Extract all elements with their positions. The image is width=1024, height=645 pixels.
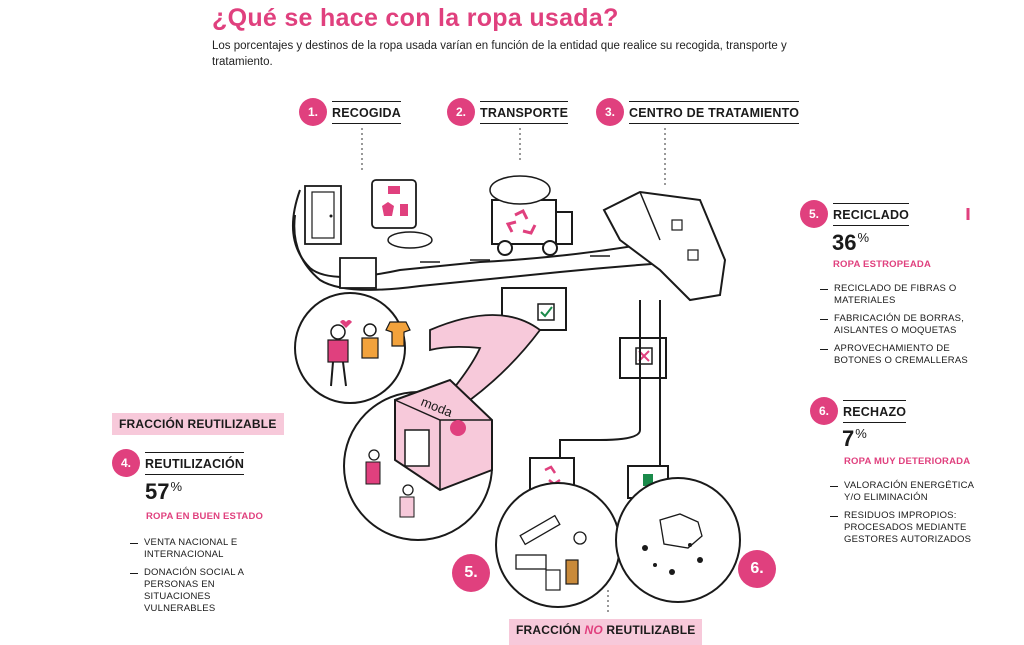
list-item: RECICLADO DE FIBRAS O MATERIALES (820, 283, 980, 307)
list-item: DONACIÓN SOCIAL A PERSONAS EN SITUACIONE… (130, 567, 255, 615)
rechazo-percent: 7% (842, 426, 867, 451)
step-transporte: 2. TRANSPORTE (447, 98, 569, 126)
rechazo-category: ROPA MUY DETERIORADA (844, 456, 971, 467)
step-reciclado: 5. RECICLADO (800, 200, 910, 228)
step-number: 6. (810, 397, 838, 425)
step-number: 4. (112, 449, 140, 477)
step-rechazo: 6. RECHAZO (810, 397, 907, 425)
list-item: VENTA NACIONAL E INTERNACIONAL (130, 537, 255, 561)
step-reutilizacion: 4. REUTILIZACIÓN (112, 449, 245, 477)
reciclado-percent: 36% (832, 230, 870, 255)
step-label: RECHAZO (843, 399, 907, 423)
page-title: ¿Qué se hace con la ropa usada? (212, 4, 619, 32)
step-number: 1. (299, 98, 327, 126)
step-label: REUTILIZACIÓN (145, 451, 245, 475)
reciclado-category: ROPA ESTROPEADA (833, 259, 932, 270)
step-label: CENTRO DE TRATAMIENTO (629, 100, 800, 124)
reutilizacion-category: ROPA EN BUEN ESTADO (146, 511, 264, 522)
list-item: VALORACIÓN ENERGÉTICA Y/O ELIMINACIÓN (830, 480, 980, 504)
step-centro-tratamiento: 3. CENTRO DE TRATAMIENTO (596, 98, 800, 126)
fraccion-reutilizable-label: FRACCIÓN REUTILIZABLE (112, 413, 284, 435)
step-number: 5. (800, 200, 828, 228)
step-recogida: 1. RECOGIDA (299, 98, 401, 126)
list-item: RESIDUOS IMPROPIOS: PROCESADOS MEDIANTE … (830, 510, 980, 546)
fraccion-no-reutilizable-label: FRACCIÓN NO REUTILIZABLE (509, 619, 703, 645)
circle-number-6: 6. (738, 550, 776, 588)
circle-number-5: 5. (452, 554, 490, 592)
list-item: FABRICACIÓN DE BORRAS, AISLANTES O MOQUE… (820, 313, 980, 337)
list-item: APROVECHAMIENTO DE BOTONES O CREMALLERAS (820, 343, 980, 367)
rechazo-list: VALORACIÓN ENERGÉTICA Y/O ELIMINACIÓN RE… (830, 480, 980, 552)
step-label: RECICLADO (833, 202, 910, 226)
step-label: RECOGIDA (332, 100, 401, 124)
step-label: TRANSPORTE (480, 100, 569, 124)
step-number: 3. (596, 98, 624, 126)
page-subtitle: Los porcentajes y destinos de la ropa us… (212, 40, 787, 68)
reciclado-list: RECICLADO DE FIBRAS O MATERIALES FABRICA… (820, 283, 980, 373)
reutilizacion-list: VENTA NACIONAL E INTERNACIONAL DONACIÓN … (130, 537, 255, 621)
reutilizacion-percent: 57% (145, 479, 183, 504)
step-number: 2. (447, 98, 475, 126)
